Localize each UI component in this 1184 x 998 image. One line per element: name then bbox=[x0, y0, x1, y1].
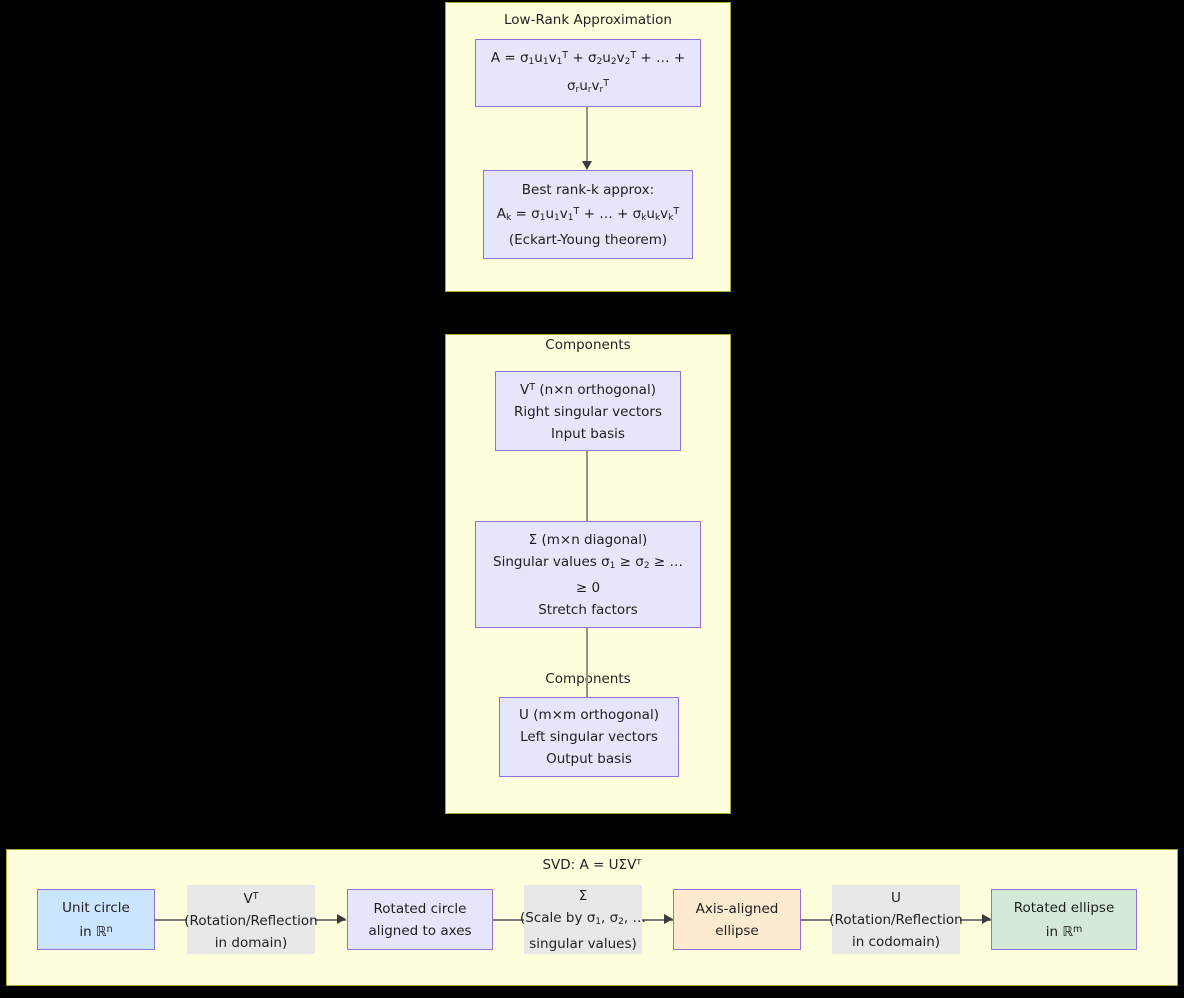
node-line: U (m×m orthogonal) bbox=[519, 707, 659, 723]
node-axis-aligned-ellipse[interactable]: Axis-aligned ellipse bbox=[673, 889, 801, 950]
node-sum-expansion[interactable]: A = σ1u1v1T + σ2u2v2T + … + σrurvrT bbox=[475, 39, 701, 107]
edge-label-line: in codomain) bbox=[851, 933, 941, 950]
node-u[interactable]: U (m×m orthogonal) Left singular vectors… bbox=[499, 697, 679, 777]
edge-label-vt: VT (Rotation/Reflection in domain) bbox=[184, 885, 318, 954]
subgraph-title-low-rank: Low-Rank Approximation bbox=[504, 12, 672, 28]
subgraph-title-components-text: Components bbox=[545, 337, 631, 353]
node-line: Rotated ellipse bbox=[1013, 899, 1115, 916]
edge-sigma-to-u bbox=[586, 628, 588, 697]
node-rotated-circle[interactable]: Rotated circle aligned to axes bbox=[347, 889, 493, 950]
node-line: (Eckart-Young theorem) bbox=[508, 231, 668, 248]
edge-label-line: in domain) bbox=[214, 934, 288, 951]
edge-label-u: U (Rotation/Reflection in codomain) bbox=[829, 885, 963, 954]
node-line: σrurvrT bbox=[566, 78, 610, 95]
node-line: ≥ 0 bbox=[575, 579, 601, 596]
subgraph-title-svd-flow: SVD: A = UΣVᵀ bbox=[542, 857, 642, 873]
edge-label-line: U bbox=[891, 889, 901, 906]
node-line: in ℝn bbox=[79, 923, 113, 940]
arrowhead-unit-to-rotated-circle bbox=[337, 914, 346, 924]
edge-vt-to-sigma bbox=[586, 451, 588, 521]
node-line: Singular values σ1 ≥ σ2 ≥ … bbox=[493, 553, 683, 571]
node-unit-circle[interactable]: Unit circle in ℝn bbox=[37, 889, 155, 950]
edge-label-line: Σ bbox=[578, 887, 588, 904]
node-sigma[interactable]: Σ (m×n diagonal) Singular values σ1 ≥ σ2… bbox=[475, 521, 701, 628]
node-line: Right singular vectors bbox=[513, 404, 663, 420]
edge-label-line: VT bbox=[243, 890, 259, 907]
edge-label-line: (Scale by σ1, σ2, … bbox=[520, 909, 646, 927]
node-line: Ak = σ1u1v1T + … + σkukvkT bbox=[496, 205, 680, 223]
arrowhead-ellipse-to-rotated-ellipse bbox=[982, 914, 991, 924]
node-line: Rotated circle bbox=[373, 900, 467, 917]
node-line: Best rank-k approx: bbox=[521, 181, 655, 198]
node-rotated-ellipse[interactable]: Rotated ellipse in ℝm bbox=[991, 889, 1137, 950]
node-line: ellipse bbox=[715, 922, 759, 939]
arrowhead-rotated-circle-to-ellipse bbox=[664, 914, 673, 924]
node-line: Stretch factors bbox=[538, 601, 638, 618]
node-vt[interactable]: VT (n×n orthogonal) Right singular vecto… bbox=[495, 371, 681, 451]
edge-label-line: singular values) bbox=[529, 935, 637, 952]
node-line: Axis-aligned bbox=[695, 900, 779, 917]
node-line: A = σ1u1v1T + σ2u2v2T + … + bbox=[490, 50, 686, 67]
node-line: Σ (m×n diagonal) bbox=[528, 531, 648, 548]
edge-sum-to-rankk bbox=[586, 107, 588, 162]
node-line: in ℝm bbox=[1045, 923, 1083, 940]
edge-label-line: (Rotation/Reflection bbox=[184, 912, 318, 929]
edge-label-line: (Rotation/Reflection bbox=[829, 911, 963, 928]
node-line: Unit circle bbox=[62, 899, 130, 916]
edge-label-sigma: Σ (Scale by σ1, σ2, … singular values) bbox=[520, 885, 646, 954]
node-line: VT (n×n orthogonal) bbox=[520, 382, 656, 398]
subgraph-title-components: Components bbox=[446, 671, 730, 687]
node-line: Left singular vectors bbox=[520, 729, 658, 745]
node-line: Input basis bbox=[551, 426, 625, 442]
node-best-rank-k[interactable]: Best rank-k approx: Ak = σ1u1v1T + … + σ… bbox=[483, 170, 693, 259]
node-line: Output basis bbox=[546, 751, 632, 767]
node-line: aligned to axes bbox=[368, 922, 472, 939]
arrowhead-sum-to-rankk bbox=[582, 161, 592, 170]
